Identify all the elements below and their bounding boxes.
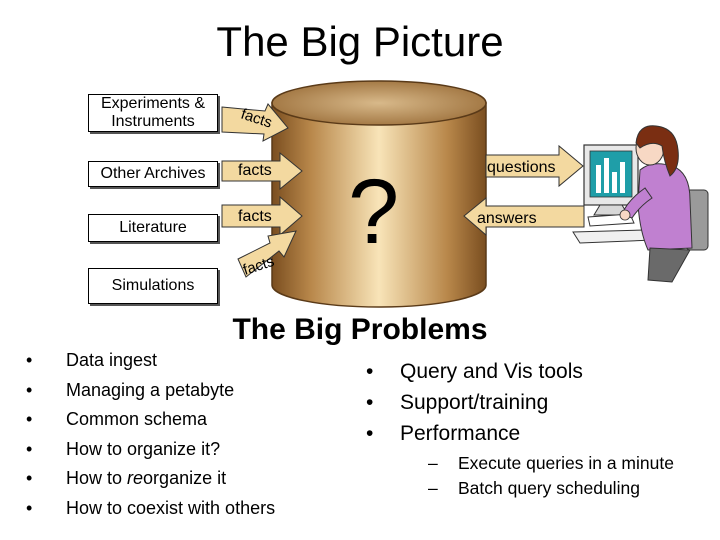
source-label-simulations: Simulations xyxy=(111,277,195,294)
facts-arrow-4 xyxy=(237,230,297,278)
source-box-other-archives: Other Archives xyxy=(88,161,218,187)
list-item-text: Support/training xyxy=(400,391,549,414)
questions-label: questions xyxy=(487,159,556,176)
answers-label: answers xyxy=(477,210,537,227)
bullet: • xyxy=(26,350,33,370)
list-item-text: How to organize it? xyxy=(66,438,221,459)
facts-label-2: facts xyxy=(238,162,272,179)
list-item-text: How to reorganize it xyxy=(66,468,226,489)
answers-arrow xyxy=(463,196,585,237)
list-item-text: Managing a petabyte xyxy=(66,379,235,400)
facts-label-3: facts xyxy=(238,208,272,225)
list-item-text-after: organize it xyxy=(143,468,227,488)
big-picture-diagram: facts facts facts facts questions answer… xyxy=(221,80,709,308)
bullet: • xyxy=(26,497,33,518)
bullet: • xyxy=(26,438,33,459)
dash: – xyxy=(428,453,438,473)
list-item-text-emphasis: re xyxy=(127,468,144,488)
bullet: • xyxy=(26,468,33,488)
list-item-text: How to coexist with others xyxy=(66,497,276,518)
slide-title: The Big Picture xyxy=(216,18,504,65)
bullet: • xyxy=(26,409,33,429)
person-at-computer-icon xyxy=(572,125,709,283)
facts-arrow-3 xyxy=(221,195,303,237)
list-item-text: Query and Vis tools xyxy=(400,360,583,383)
database-cylinder xyxy=(271,80,487,308)
source-label-other-archives: Other Archives xyxy=(100,165,206,182)
list-item-text-before: How to xyxy=(66,468,128,488)
list-item-text: Performance xyxy=(400,422,521,445)
question-mark: ? xyxy=(348,161,399,263)
questions-arrow xyxy=(485,144,584,188)
source-box-simulations: Simulations xyxy=(88,268,218,304)
source-label-literature: Literature xyxy=(119,219,187,236)
bullet: • xyxy=(366,360,374,383)
sub-list-item-text: Execute queries in a minute xyxy=(458,453,674,473)
dash: – xyxy=(428,478,438,498)
source-box-experiments: Experiments & Instruments xyxy=(88,94,218,132)
bullet: • xyxy=(366,422,374,445)
source-label-experiments: Experiments & Instruments xyxy=(100,95,206,130)
facts-arrow-2 xyxy=(221,151,303,191)
sub-list-item-text: Batch query scheduling xyxy=(458,478,640,498)
facts-arrow-1 xyxy=(221,103,289,142)
list-item-text: Common schema xyxy=(66,409,208,429)
list-item-text: Data ingest xyxy=(66,350,158,370)
problems-title: The Big Problems xyxy=(232,313,488,346)
bullet: • xyxy=(366,391,374,414)
source-box-literature: Literature xyxy=(88,214,218,242)
bullet: • xyxy=(26,379,33,400)
